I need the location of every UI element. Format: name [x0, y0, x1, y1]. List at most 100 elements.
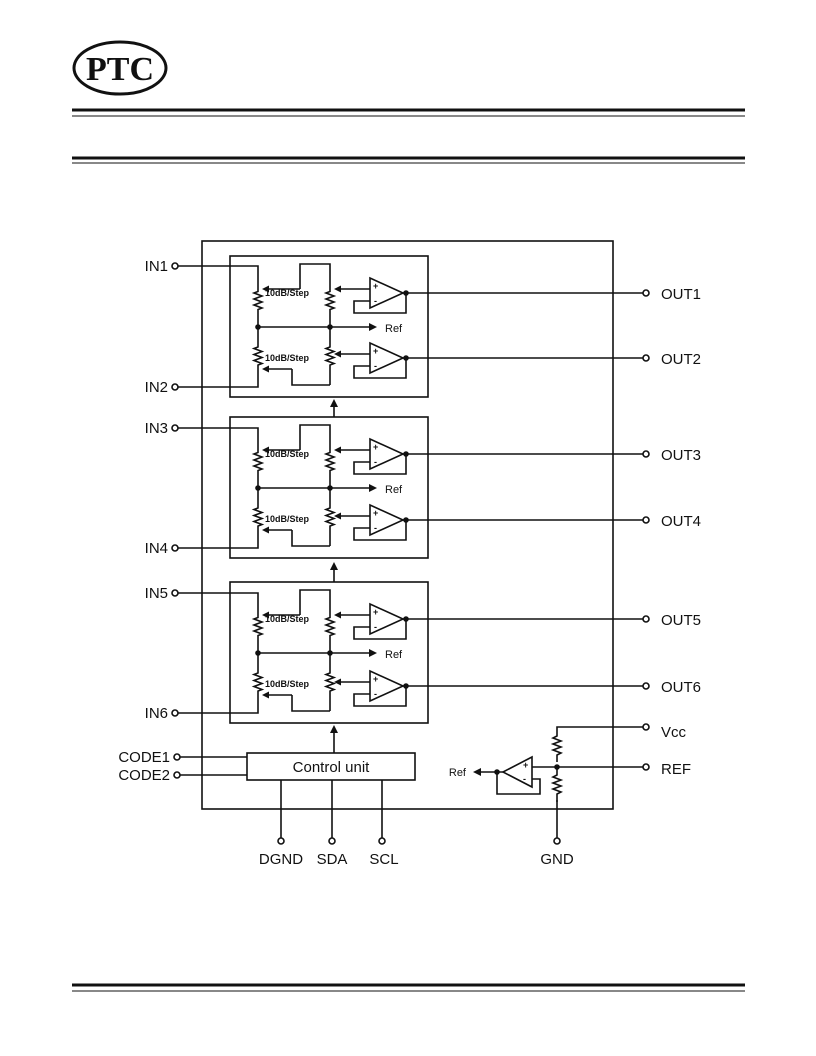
channel-block-frame	[229, 416, 429, 559]
pin-in-terminal	[171, 544, 179, 552]
block-link-arrows	[330, 399, 338, 753]
arrow-head	[334, 678, 341, 686]
ptc-logo: PTC	[72, 40, 168, 96]
svg-text:+: +	[373, 607, 378, 617]
svg-text:-: -	[374, 361, 377, 371]
pin-out4-label: OUT4	[661, 513, 701, 530]
ref-label: Ref	[385, 323, 403, 335]
pin-ref-label: REF	[661, 761, 691, 778]
resistor	[323, 488, 337, 546]
resistor	[251, 653, 265, 711]
reference-circuit: Vcc GND REF + - Ref	[449, 723, 691, 868]
op-amp	[369, 503, 405, 537]
resistor	[323, 600, 337, 653]
resistor	[251, 327, 265, 385]
chip-outline	[201, 240, 614, 810]
svg-text:-: -	[374, 689, 377, 699]
pin-scl-label: SCL	[369, 851, 398, 868]
resistor	[323, 327, 337, 385]
svg-text:-: -	[374, 296, 377, 306]
arrow-head	[262, 285, 269, 293]
channel-blocks: +-10dB/StepRef10dB/Step+-+-10dB/StepRef1…	[229, 255, 429, 724]
pin-out-terminal	[642, 682, 650, 690]
svg-text:-: -	[523, 774, 526, 784]
resistor	[251, 435, 265, 488]
op-amp	[369, 437, 405, 471]
pin-out5-label: OUT5	[661, 612, 701, 629]
pin-vcc-terminal	[642, 723, 650, 731]
svg-text:-: -	[374, 457, 377, 467]
pin-in-terminal	[171, 589, 179, 597]
pin-dgnd-terminal	[277, 837, 285, 845]
pin-gnd-terminal	[553, 837, 561, 845]
pin-out-terminal	[642, 615, 650, 623]
pin-out-terminal	[642, 289, 650, 297]
pin-in3-label: IN3	[145, 420, 168, 437]
pin-out6-label: OUT6	[661, 679, 701, 696]
svg-text:-: -	[374, 622, 377, 632]
volume-step-label: 10dB/Step	[265, 514, 310, 524]
arrow-head	[262, 691, 269, 699]
pin-ref-terminal	[642, 763, 650, 771]
op-amp	[369, 341, 405, 375]
pin-in6-label: IN6	[145, 705, 168, 722]
code-pins: CODE1 CODE2	[118, 749, 247, 784]
svg-text:+: +	[373, 442, 378, 452]
pin-out-terminal	[642, 516, 650, 524]
channel-block-frame	[229, 255, 429, 398]
volume-step-label: 10dB/Step	[265, 288, 310, 298]
op-amp	[369, 276, 405, 310]
control-unit: Control unit	[246, 752, 416, 781]
bottom-digital-pins: DGND SDA SCL	[259, 780, 399, 868]
resistor	[251, 488, 265, 546]
pin-in-terminal	[171, 383, 179, 391]
arrow-head	[334, 611, 341, 619]
resistor	[323, 435, 337, 488]
resistor	[251, 600, 265, 653]
resistor	[323, 274, 337, 327]
ref-label: Ref	[385, 649, 403, 661]
control-unit-label: Control unit	[293, 759, 371, 776]
channel-block-frame	[229, 581, 429, 724]
pin-vcc-label: Vcc	[661, 724, 687, 741]
pin-code1-terminal	[173, 753, 181, 761]
volume-step-label: 10dB/Step	[265, 449, 310, 459]
pin-code2-label: CODE2	[118, 767, 170, 784]
pin-in-terminal	[171, 424, 179, 432]
op-amp	[369, 669, 405, 703]
arrow-head	[262, 365, 269, 373]
arrow-head	[262, 611, 269, 619]
arrow-head	[334, 285, 341, 293]
pin-in-terminal	[171, 262, 179, 270]
pin-sda-label: SDA	[317, 851, 348, 868]
svg-text:+: +	[373, 281, 378, 291]
arrow-head	[369, 484, 377, 492]
header-rules	[72, 108, 745, 164]
svg-text:+: +	[373, 674, 378, 684]
volume-step-label: 10dB/Step	[265, 614, 310, 624]
pin-gnd-label: GND	[540, 851, 574, 868]
pin-in1-label: IN1	[145, 258, 168, 275]
pin-code1-label: CODE1	[118, 749, 170, 766]
svg-text:+: +	[373, 508, 378, 518]
pin-out1-label: OUT1	[661, 286, 701, 303]
pin-out2-label: OUT2	[661, 351, 701, 368]
pin-in-terminal	[171, 709, 179, 717]
svg-text:-: -	[374, 523, 377, 533]
pin-sda-terminal	[328, 837, 336, 845]
pin-out-terminal	[642, 354, 650, 362]
logo-text: PTC	[86, 51, 154, 88]
volume-step-label: 10dB/Step	[265, 353, 310, 363]
io-pins: IN1IN2OUT1OUT2IN3IN4OUT3OUT4IN5IN6OUT5OU…	[145, 258, 701, 722]
pin-in4-label: IN4	[145, 540, 168, 557]
footer-rules	[72, 983, 745, 992]
arrow-head	[262, 446, 269, 454]
ref-output-label: Ref	[449, 767, 467, 779]
arrow-head	[262, 526, 269, 534]
pin-in2-label: IN2	[145, 379, 168, 396]
